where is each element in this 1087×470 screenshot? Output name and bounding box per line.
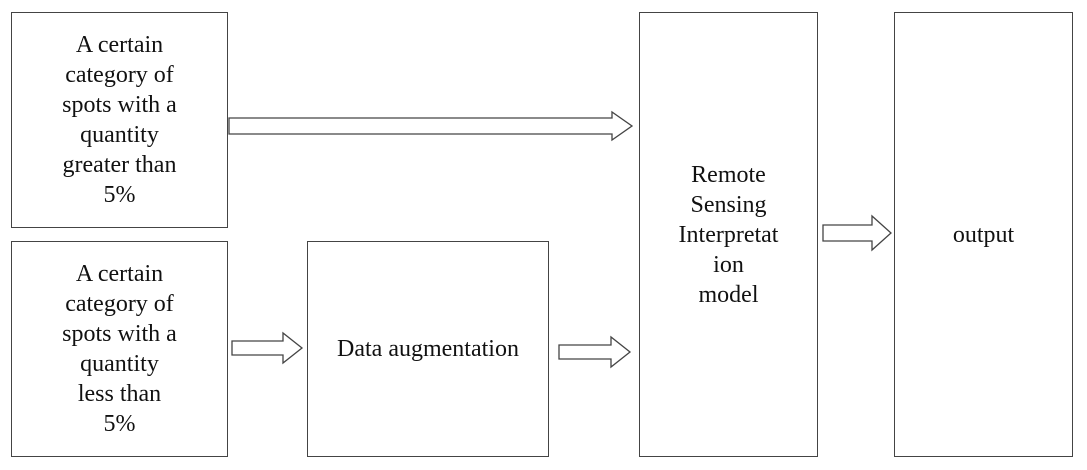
- box-data-augmentation: Data augmentation: [307, 241, 549, 457]
- box-remote-sensing-model: Remote Sensing Interpretat ion model: [639, 12, 818, 457]
- box-remote-sensing-model-label: Remote Sensing Interpretat ion model: [678, 161, 779, 308]
- box-spots-greater-label: A certain category of spots with a quant…: [62, 32, 177, 208]
- arrow-model-to-output: [822, 214, 892, 252]
- box-data-augmentation-label: Data augmentation: [337, 336, 519, 362]
- box-spots-less-label: A certain category of spots with a quant…: [62, 261, 177, 437]
- arrow-augmentation-to-model: [558, 335, 632, 369]
- box-output-label: output: [952, 221, 1015, 248]
- box-output: output: [894, 12, 1073, 457]
- box-spots-less-than-5-percent: A certain category of spots with a quant…: [11, 241, 228, 457]
- arrow-less-to-augmentation: [231, 331, 304, 365]
- arrow-greater-to-model: [228, 110, 634, 142]
- box-spots-greater-than-5-percent: A certain category of spots with a quant…: [11, 12, 228, 228]
